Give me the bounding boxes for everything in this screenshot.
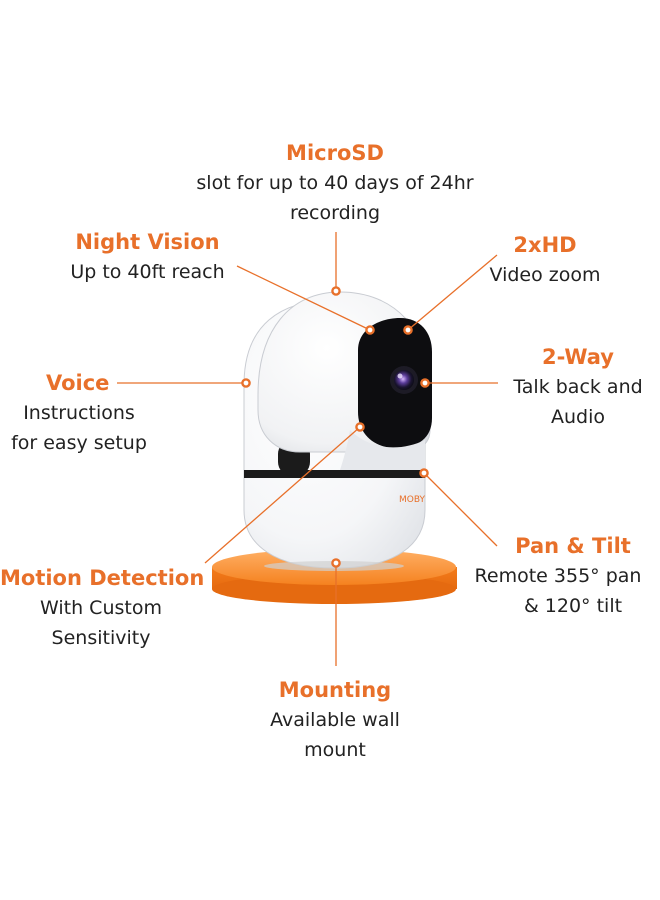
- hotspot-night-vision: [365, 325, 375, 335]
- feature-desc: for easy setup: [11, 432, 147, 454]
- feature-desc: slot for up to 40 days of 24hr: [196, 172, 474, 194]
- hotspot-mounting: [331, 558, 341, 568]
- feature-title: 2xHD: [513, 233, 577, 257]
- feature-desc: With Custom: [40, 597, 162, 619]
- feature-desc: Talk back and: [513, 376, 643, 398]
- feature-desc: Available wall: [270, 709, 400, 731]
- hotspot-two-way: [420, 378, 430, 388]
- feature-title: MicroSD: [286, 141, 384, 165]
- hotspot-voice: [241, 378, 251, 388]
- feature-motion-detection: Motion Detection With Custom Sensitivity: [0, 563, 205, 653]
- feature-title: Pan & Tilt: [515, 534, 631, 558]
- feature-two-way: 2-Way Talk back and Audio: [498, 342, 658, 432]
- feature-night-vision: Night Vision Up to 40ft reach: [55, 227, 240, 287]
- leader-night-vision: [236, 265, 371, 331]
- feature-hd: 2xHD Video zoom: [475, 230, 615, 290]
- hotspot-motion: [355, 422, 365, 432]
- feature-desc: & 120° tilt: [523, 595, 623, 617]
- leader-pan-tilt: [423, 472, 498, 547]
- feature-title: Motion Detection: [0, 566, 205, 590]
- leader-hd: [407, 254, 498, 331]
- hotspot-microsd: [331, 286, 341, 296]
- brand-logo: MOBY: [399, 495, 426, 505]
- feature-desc: recording: [289, 202, 381, 224]
- feature-voice: Voice Instructions for easy setup: [0, 368, 158, 458]
- feature-title: Voice: [46, 371, 110, 395]
- feature-pan-tilt: Pan & Tilt Remote 355° pan & 120° tilt: [458, 531, 658, 621]
- feature-desc: Remote 355° pan: [474, 565, 642, 587]
- hotspot-hd: [403, 325, 413, 335]
- feature-desc: Instructions: [23, 402, 135, 424]
- feature-title: Night Vision: [75, 230, 220, 254]
- feature-desc: Sensitivity: [51, 627, 151, 649]
- hotspots: [241, 286, 430, 568]
- orange-base: [212, 549, 457, 604]
- hotspot-pan-tilt: [419, 468, 429, 478]
- feature-title: 2-Way: [541, 345, 614, 369]
- feature-desc: mount: [304, 739, 366, 761]
- camera-head: [257, 291, 432, 470]
- feature-desc: Video zoom: [489, 264, 601, 286]
- feature-title: Mounting: [278, 678, 392, 702]
- leader-motion: [204, 426, 361, 564]
- feature-desc: Audio: [550, 406, 605, 428]
- feature-mounting: Mounting Available wall mount: [235, 675, 435, 765]
- feature-desc: Up to 40ft reach: [70, 261, 225, 283]
- leader-lines: [117, 232, 498, 666]
- feature-microsd: MicroSD slot for up to 40 days of 24hr r…: [170, 138, 500, 228]
